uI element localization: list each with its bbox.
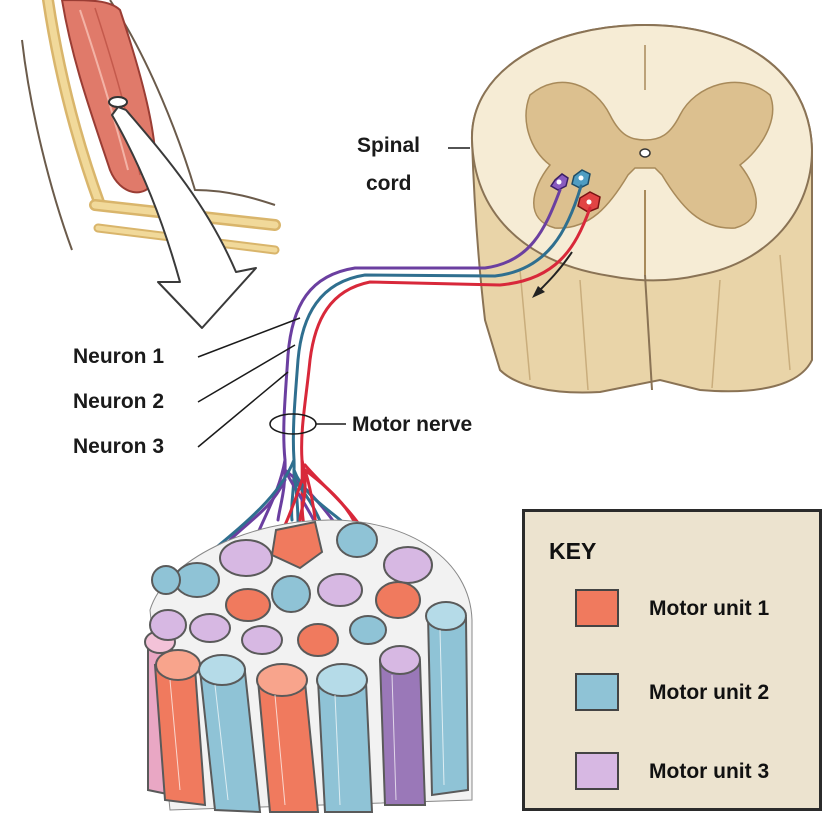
arm-illustration [0, 0, 275, 328]
motor-nerve-label: Motor nerve [352, 413, 472, 437]
spinal-cord-illustration [472, 25, 812, 393]
leader-lines [198, 148, 470, 447]
motor-unit-3-swatch [575, 752, 619, 790]
motor-unit-3-label: Motor unit 3 [649, 760, 769, 784]
key-title: KEY [549, 538, 596, 565]
motor-unit-1-swatch [575, 589, 619, 627]
neuron-2-label: Neuron 2 [73, 390, 164, 414]
neuron-1-label: Neuron 1 [73, 345, 164, 369]
neuron-3-label: Neuron 3 [73, 435, 164, 459]
motor-unit-2-label: Motor unit 2 [649, 681, 769, 705]
key-legend: KEY Motor unit 1 Motor unit 2 Motor unit… [522, 509, 822, 811]
motor-unit-1-label: Motor unit 1 [649, 597, 769, 621]
spinal-cord-label-line2: cord [366, 172, 412, 196]
motor-unit-2-swatch [575, 673, 619, 711]
spinal-cord-label-line1: Spinal [357, 134, 420, 158]
muscle-fiber-bundle [145, 520, 472, 812]
